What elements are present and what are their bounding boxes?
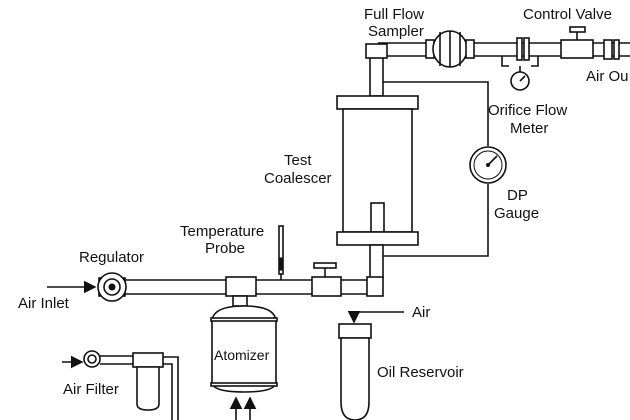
label-temperature-probe-2: Probe [205,240,245,257]
regulator [97,272,127,302]
label-orifice-flow-meter-2: Meter [510,120,548,137]
label-air-inlet: Air Inlet [18,295,70,312]
label-dp-gauge-2: Gauge [494,205,539,222]
inlet-valve [311,262,342,297]
dp-gauge-lines [383,81,489,257]
air-filter [62,350,179,420]
inlet-elbow [366,276,384,297]
label-full-flow-sampler-1: Full Flow [364,6,424,23]
coalescer-outlet-riser [365,43,388,97]
label-orifice-flow-meter-1: Orifice Flow [488,102,567,119]
label-test-coalescer-1: Test [284,152,312,169]
label-air-filter: Air Filter [63,381,119,398]
label-dp-gauge-1: DP [507,187,528,204]
label-full-flow-sampler-2: Sampler [368,23,424,40]
dp-gauge [469,146,507,184]
atomizer [210,305,278,420]
label-regulator: Regulator [79,249,144,266]
temperature-probe [278,225,284,280]
air-out-fitting [603,39,620,60]
label-atomizer: Atomizer [214,347,270,363]
test-coalescer [336,95,419,279]
label-oil-reservoir: Oil Reservoir [377,364,464,381]
orifice-flow-meter [501,37,539,91]
label-control-valve: Control Valve [523,6,612,23]
label-temperature-probe-1: Temperature [180,223,264,240]
full-flow-sampler [425,30,475,68]
label-air-out: Air Ou [586,68,629,85]
label-air: Air [412,304,430,321]
oil-reservoir [338,310,404,420]
label-test-coalescer-2: Coalescer [264,170,332,187]
control-valve [560,26,594,59]
atomizer-tee [225,276,257,307]
